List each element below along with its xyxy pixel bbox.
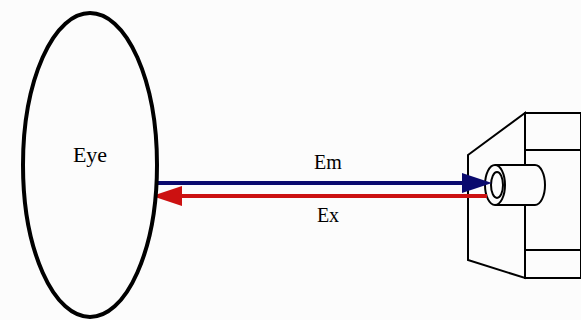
signal-label: Em <box>314 151 342 174</box>
eye-ellipse: Eye <box>21 11 159 319</box>
em-arrowhead <box>462 173 492 193</box>
ex-arrow <box>175 194 487 198</box>
node-label: Eye <box>73 142 107 168</box>
em-arrow <box>158 181 470 185</box>
signal-label: Ex <box>317 204 339 227</box>
